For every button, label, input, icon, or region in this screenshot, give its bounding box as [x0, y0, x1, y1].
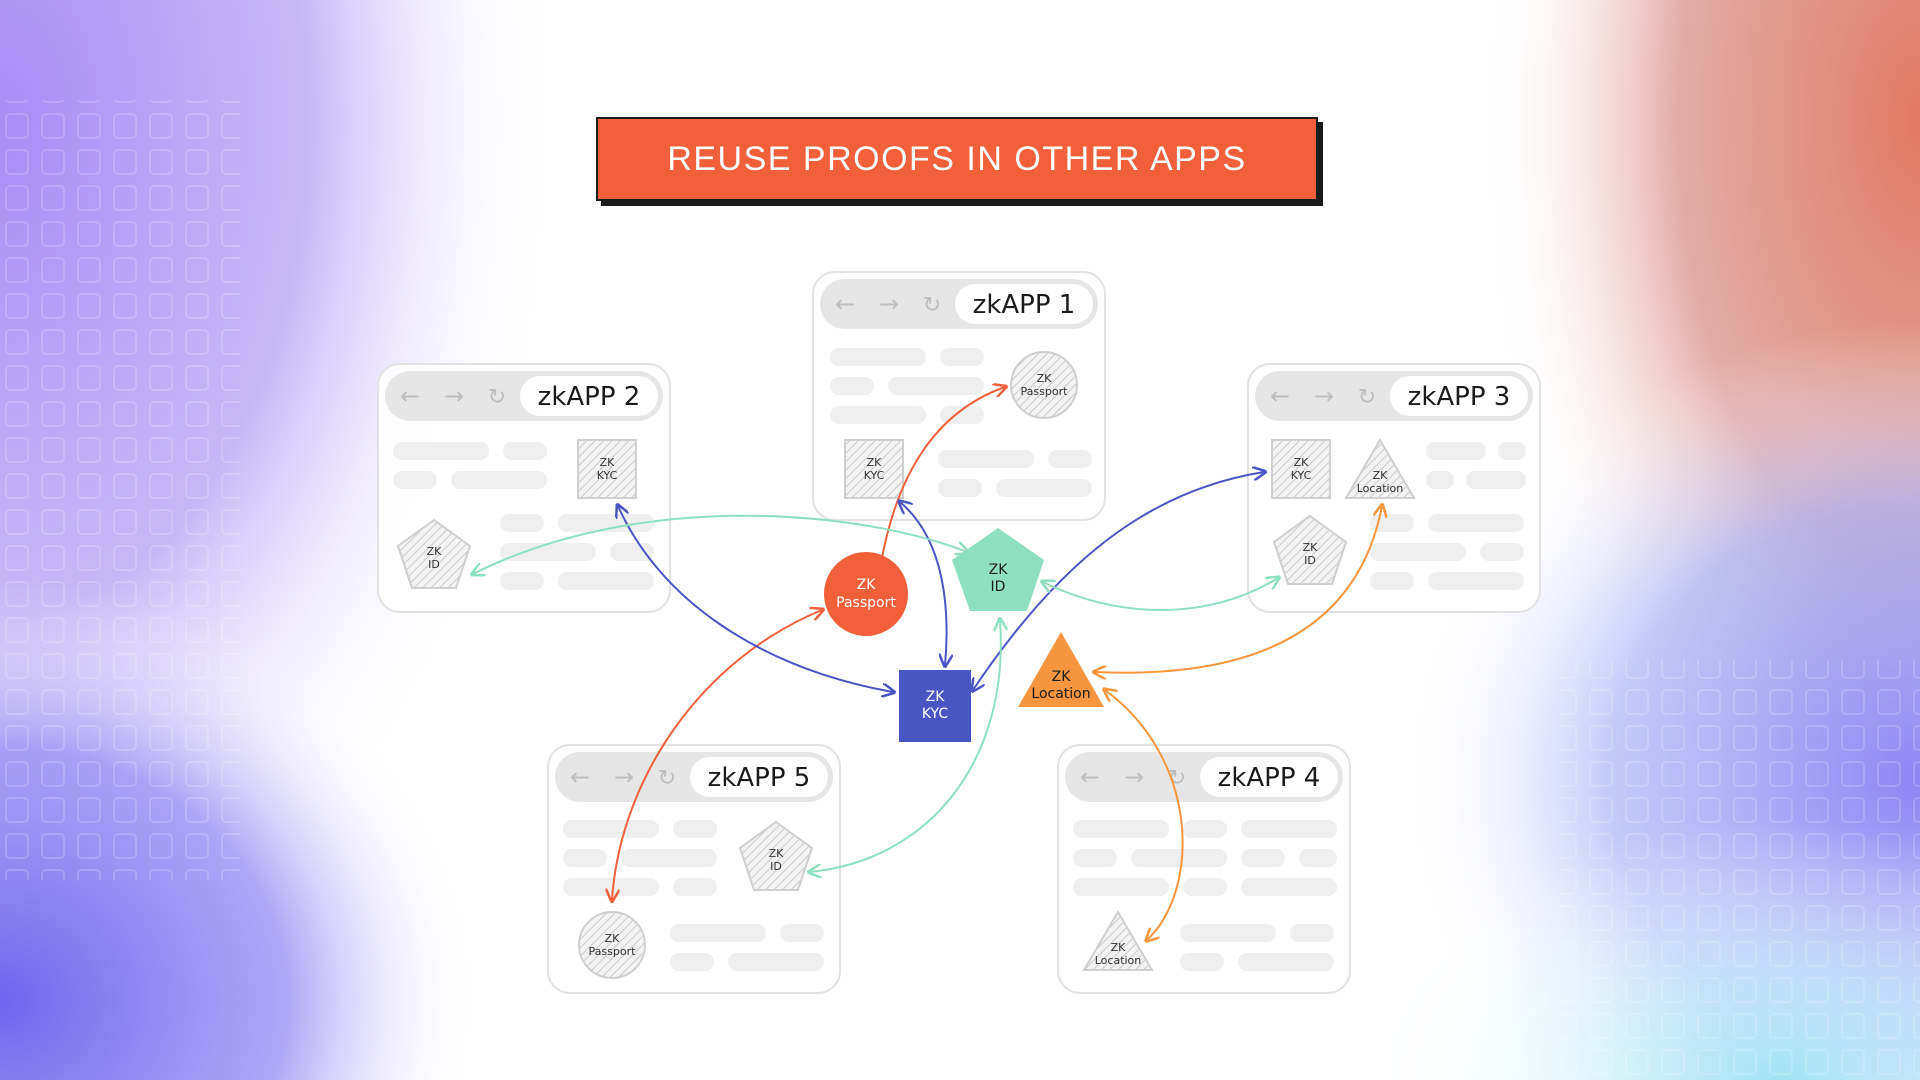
svg-text:ZK: ZK	[1373, 469, 1389, 482]
svg-text:KYC: KYC	[597, 469, 618, 482]
app-card-1: ← → ↻ zkAPP 1 ZK Passport ZK KYC	[812, 271, 1106, 521]
svg-text:KYC: KYC	[922, 706, 948, 722]
svg-text:ZK: ZK	[1111, 941, 1127, 954]
central-proof-passport: ZK Passport	[824, 552, 908, 636]
app-name-pill	[1390, 376, 1528, 416]
back-arrow-icon[interactable]: ←	[400, 382, 420, 410]
proof-badge-id: ZK ID	[396, 518, 472, 589]
svg-text:ZK: ZK	[989, 562, 1009, 578]
page-title: REUSE PROOFS IN OTHER APPS	[667, 139, 1247, 178]
forward-arrow-icon[interactable]: →	[1124, 763, 1144, 791]
svg-text:ZK: ZK	[605, 932, 621, 945]
svg-text:KYC: KYC	[864, 469, 885, 482]
browser-toolbar: ← → ↻ zkAPP 1	[820, 279, 1098, 329]
svg-text:Passport: Passport	[589, 945, 637, 958]
svg-text:ZK: ZK	[427, 545, 443, 558]
svg-text:ZK: ZK	[769, 847, 785, 860]
svg-text:Location: Location	[1095, 954, 1142, 967]
reload-icon[interactable]: ↻	[1168, 766, 1186, 791]
svg-text:Passport: Passport	[836, 595, 896, 611]
arrow-id-app5	[810, 620, 1001, 872]
app-name: zkAPP 3	[1408, 382, 1511, 412]
back-arrow-icon[interactable]: ←	[1080, 763, 1100, 791]
reload-icon[interactable]: ↻	[1358, 385, 1376, 410]
svg-text:ZK: ZK	[600, 456, 616, 469]
app-name: zkAPP 1	[973, 290, 1076, 320]
svg-text:ZK: ZK	[857, 577, 877, 593]
svg-text:ID: ID	[1304, 554, 1316, 567]
app-name-pill	[520, 376, 658, 416]
central-proof-kyc: ZK KYC	[899, 670, 971, 742]
back-arrow-icon[interactable]: ←	[1270, 382, 1290, 410]
svg-text:ID: ID	[428, 558, 440, 571]
svg-text:ZK: ZK	[926, 689, 946, 705]
reload-icon[interactable]: ↻	[488, 385, 506, 410]
svg-text:Location: Location	[1357, 482, 1404, 495]
browser-toolbar: ← → ↻ zkAPP 2	[385, 371, 663, 421]
app-card-3: ← → ↻ zkAPP 3 ZK KYC ZK Location ZK ID	[1247, 363, 1541, 613]
arrow-location-app4	[1105, 690, 1184, 940]
proof-badge-kyc: ZK KYC	[1271, 439, 1331, 499]
arrow-kyc-app1	[900, 502, 947, 665]
content-placeholders	[1370, 442, 1526, 590]
app-name-pill	[955, 284, 1093, 324]
proof-badge-kyc: ZK KYC	[577, 439, 637, 499]
svg-text:KYC: KYC	[1291, 469, 1312, 482]
forward-arrow-icon[interactable]: →	[1314, 382, 1334, 410]
proof-badge-passport: ZK Passport	[578, 911, 646, 979]
forward-arrow-icon[interactable]: →	[444, 382, 464, 410]
browser-toolbar: ← → ↻ zkAPP 5	[555, 752, 833, 802]
proof-badge-location: ZK Location	[1344, 438, 1416, 499]
app-card-5: ← → ↻ zkAPP 5 ZK ID ZK Passport	[547, 744, 841, 994]
svg-text:ZK: ZK	[1303, 541, 1319, 554]
svg-text:ID: ID	[991, 579, 1006, 595]
app-name: zkAPP 4	[1218, 763, 1321, 793]
arrow-id-app2	[473, 514, 967, 574]
app-card-2: ← → ↻ zkAPP 2 ZK KYC ZK ID	[377, 363, 671, 613]
connector-arrows	[473, 387, 1382, 940]
back-arrow-icon[interactable]: ←	[570, 763, 590, 791]
back-arrow-icon[interactable]: ←	[835, 290, 855, 318]
central-proof-id: ZK ID	[952, 528, 1044, 611]
svg-text:ZK: ZK	[1037, 372, 1053, 385]
forward-arrow-icon[interactable]: →	[614, 763, 634, 791]
svg-text:ZK: ZK	[1294, 456, 1310, 469]
svg-text:ZK: ZK	[1052, 669, 1072, 685]
svg-text:ZK: ZK	[867, 456, 883, 469]
central-proof-location: ZK Location	[1018, 632, 1104, 707]
browser-toolbar: ← → ↻ zkAPP 4	[1065, 752, 1343, 802]
browser-toolbar: ← → ↻ zkAPP 3	[1255, 371, 1533, 421]
app-name: zkAPP 5	[708, 763, 811, 793]
app-name-pill	[1200, 757, 1338, 797]
arrow-location-app3	[1095, 506, 1382, 673]
svg-text:ID: ID	[770, 860, 782, 873]
forward-arrow-icon[interactable]: →	[879, 290, 899, 318]
title-banner: REUSE PROOFS IN OTHER APPS	[596, 117, 1318, 201]
reload-icon[interactable]: ↻	[923, 293, 941, 318]
proof-badge-kyc: ZK KYC	[844, 439, 904, 499]
arrow-id-app3	[1043, 578, 1278, 611]
reload-icon[interactable]: ↻	[658, 766, 676, 791]
app-name: zkAPP 2	[538, 382, 641, 412]
proof-badge-passport: ZK Passport	[1010, 351, 1078, 419]
svg-text:Passport: Passport	[1021, 385, 1069, 398]
svg-text:Location: Location	[1031, 686, 1090, 702]
app-card-4: ← → ↻ zkAPP 4 ZK Location	[1057, 744, 1351, 994]
